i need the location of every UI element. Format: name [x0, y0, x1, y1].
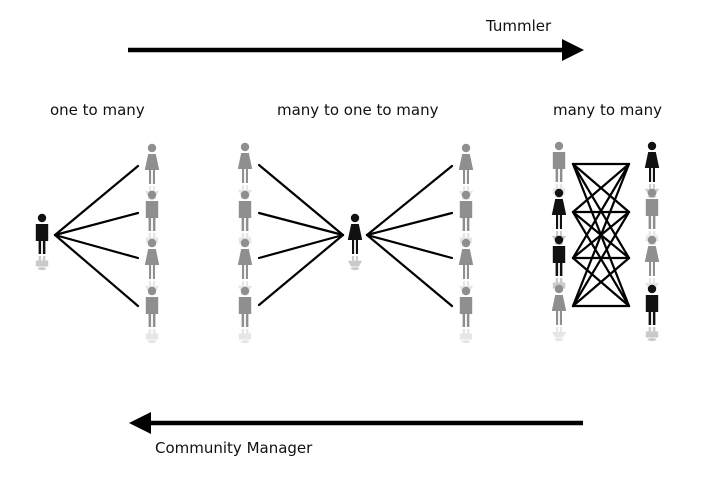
connection-lines [53, 162, 631, 308]
community-manager-label: Community Manager [155, 439, 313, 457]
person-icon [459, 286, 473, 344]
person-icon [551, 284, 567, 342]
person-icon [458, 238, 474, 296]
panel-title-one-to-many: one to many [50, 101, 145, 119]
person-icon [237, 238, 253, 296]
person-icon [347, 213, 363, 271]
person-icon [238, 286, 252, 344]
person-icon [238, 190, 252, 248]
panel-title-many-to-one-to-many: many to one to many [277, 101, 439, 119]
panel-title-many-to-many: many to many [553, 101, 662, 119]
person-icon [145, 286, 159, 344]
tummler-arrow [128, 39, 584, 61]
person-icon [144, 238, 160, 296]
person-icon [35, 213, 49, 271]
tummler-label: Tummler [486, 17, 552, 35]
person-icon [645, 284, 659, 342]
person-icon [237, 142, 253, 200]
community-manager-arrow [129, 412, 583, 434]
